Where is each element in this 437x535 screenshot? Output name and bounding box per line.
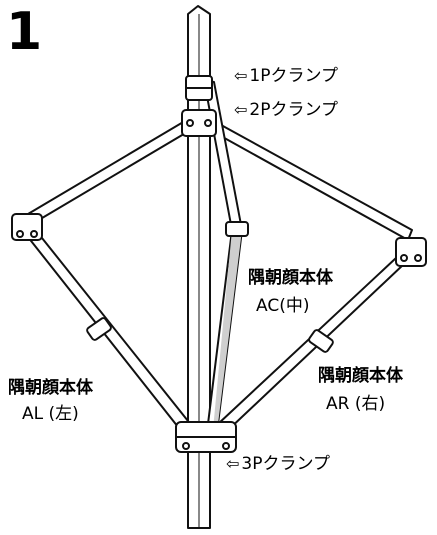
step-number: 1 (6, 2, 43, 62)
arm-upper-left (27, 117, 195, 225)
collar-center (225, 221, 249, 237)
label-center-name: 隅朝顔本体 (248, 268, 333, 288)
left-arrow-icon: ⇦ (226, 454, 240, 473)
clamp-2p (181, 109, 217, 137)
label-left-name: 隅朝顔本体 (8, 378, 93, 398)
label-right-code: AR (右) (326, 394, 386, 414)
collar-right (308, 329, 334, 353)
label-clamp-1p: ⇦1Pクランプ (234, 66, 338, 86)
label-left-code: AL (左) (22, 404, 79, 424)
label-clamp-3p: ⇦3Pクランプ (226, 454, 330, 474)
label-right-name: 隅朝顔本体 (318, 366, 403, 386)
label-center-code: AC(中) (256, 296, 310, 316)
label-clamp-2p: ⇦2Pクランプ (234, 100, 338, 120)
left-arrow-icon: ⇦ (234, 66, 248, 85)
left-arrow-icon: ⇦ (234, 100, 248, 119)
bracket-right (395, 237, 427, 267)
bracket-left (11, 213, 43, 241)
collar-left (86, 317, 112, 341)
